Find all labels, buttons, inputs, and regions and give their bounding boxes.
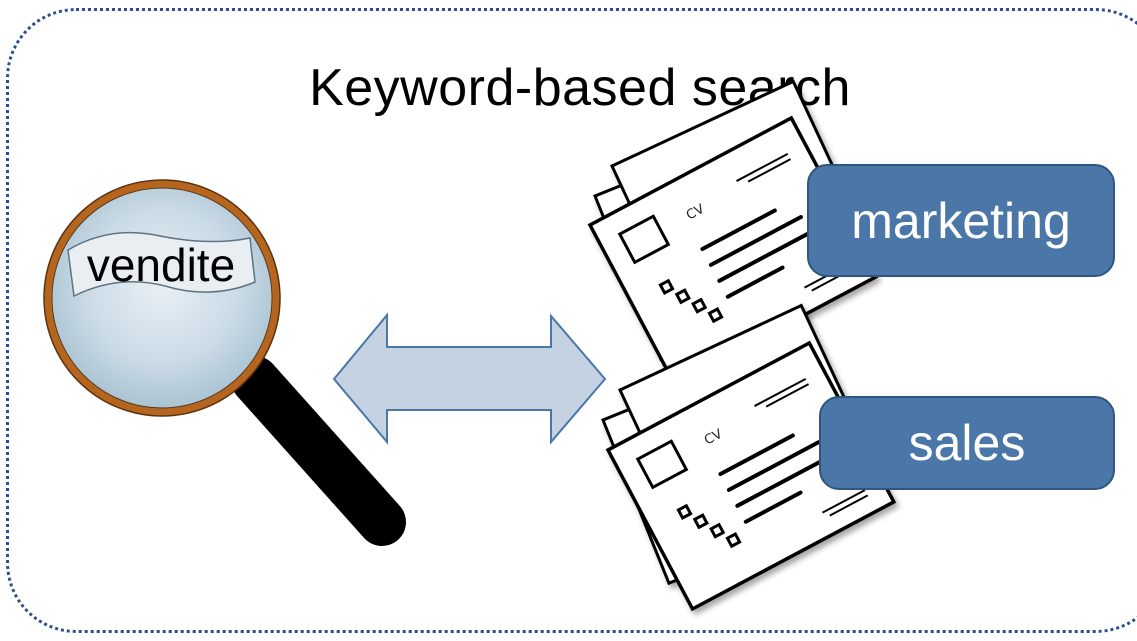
cv-document-stack-icon: CV	[587, 79, 879, 387]
double-headed-arrow-icon	[332, 312, 607, 445]
search-query-term: vendite	[86, 239, 236, 291]
diagram-frame	[6, 8, 1137, 633]
magnifying-glass-icon	[43, 179, 406, 546]
cv-document-stack-icon: CV	[601, 303, 897, 612]
keyword-tag-sales: sales	[819, 396, 1115, 490]
keyword-tag-label: sales	[908, 415, 1026, 471]
keyword-tag-marketing: marketing	[807, 164, 1115, 277]
cv-label: CV	[702, 427, 725, 449]
keyword-tag-label: marketing	[851, 192, 1071, 249]
cv-label: CV	[684, 202, 707, 224]
